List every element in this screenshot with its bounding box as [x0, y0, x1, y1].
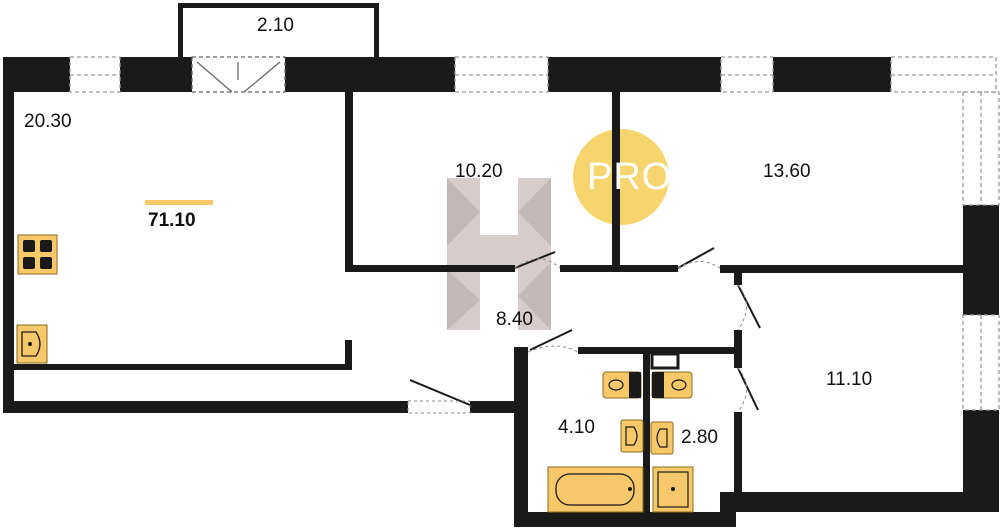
balcony-door: [191, 56, 286, 93]
pro-badge: [573, 129, 669, 225]
bathroom-sink-icon: [620, 419, 644, 453]
washing-machine-icon: [602, 371, 642, 399]
room-area-bedroom-3: 11.10: [826, 369, 873, 390]
kitchen-sink-icon: [16, 324, 48, 364]
doors: [407, 247, 761, 414]
walls: [3, 3, 999, 527]
total-area-underline: [145, 200, 213, 205]
room-area-kitchen-living: 20.30: [24, 111, 72, 132]
room-area-toilet: 2.80: [681, 427, 718, 448]
room-area-bathroom: 4.10: [558, 417, 595, 438]
pro-badge-label: PRO: [587, 156, 673, 198]
stove-icon: [17, 234, 58, 275]
watermark-logo: [447, 178, 551, 330]
room-area-balcony: 2.10: [257, 15, 294, 36]
total-area: 71.10: [148, 210, 196, 231]
bathtub-icon: [547, 466, 644, 513]
shower-tray-icon: [652, 466, 694, 513]
room-area-hallway: 8.40: [496, 309, 533, 330]
toilet-icon: [651, 371, 693, 399]
room-area-bedroom-2: 13.60: [763, 161, 811, 182]
toilet-sink-icon: [650, 421, 674, 455]
windows: [69, 56, 1000, 411]
room-area-bedroom-1: 10.20: [455, 161, 503, 182]
